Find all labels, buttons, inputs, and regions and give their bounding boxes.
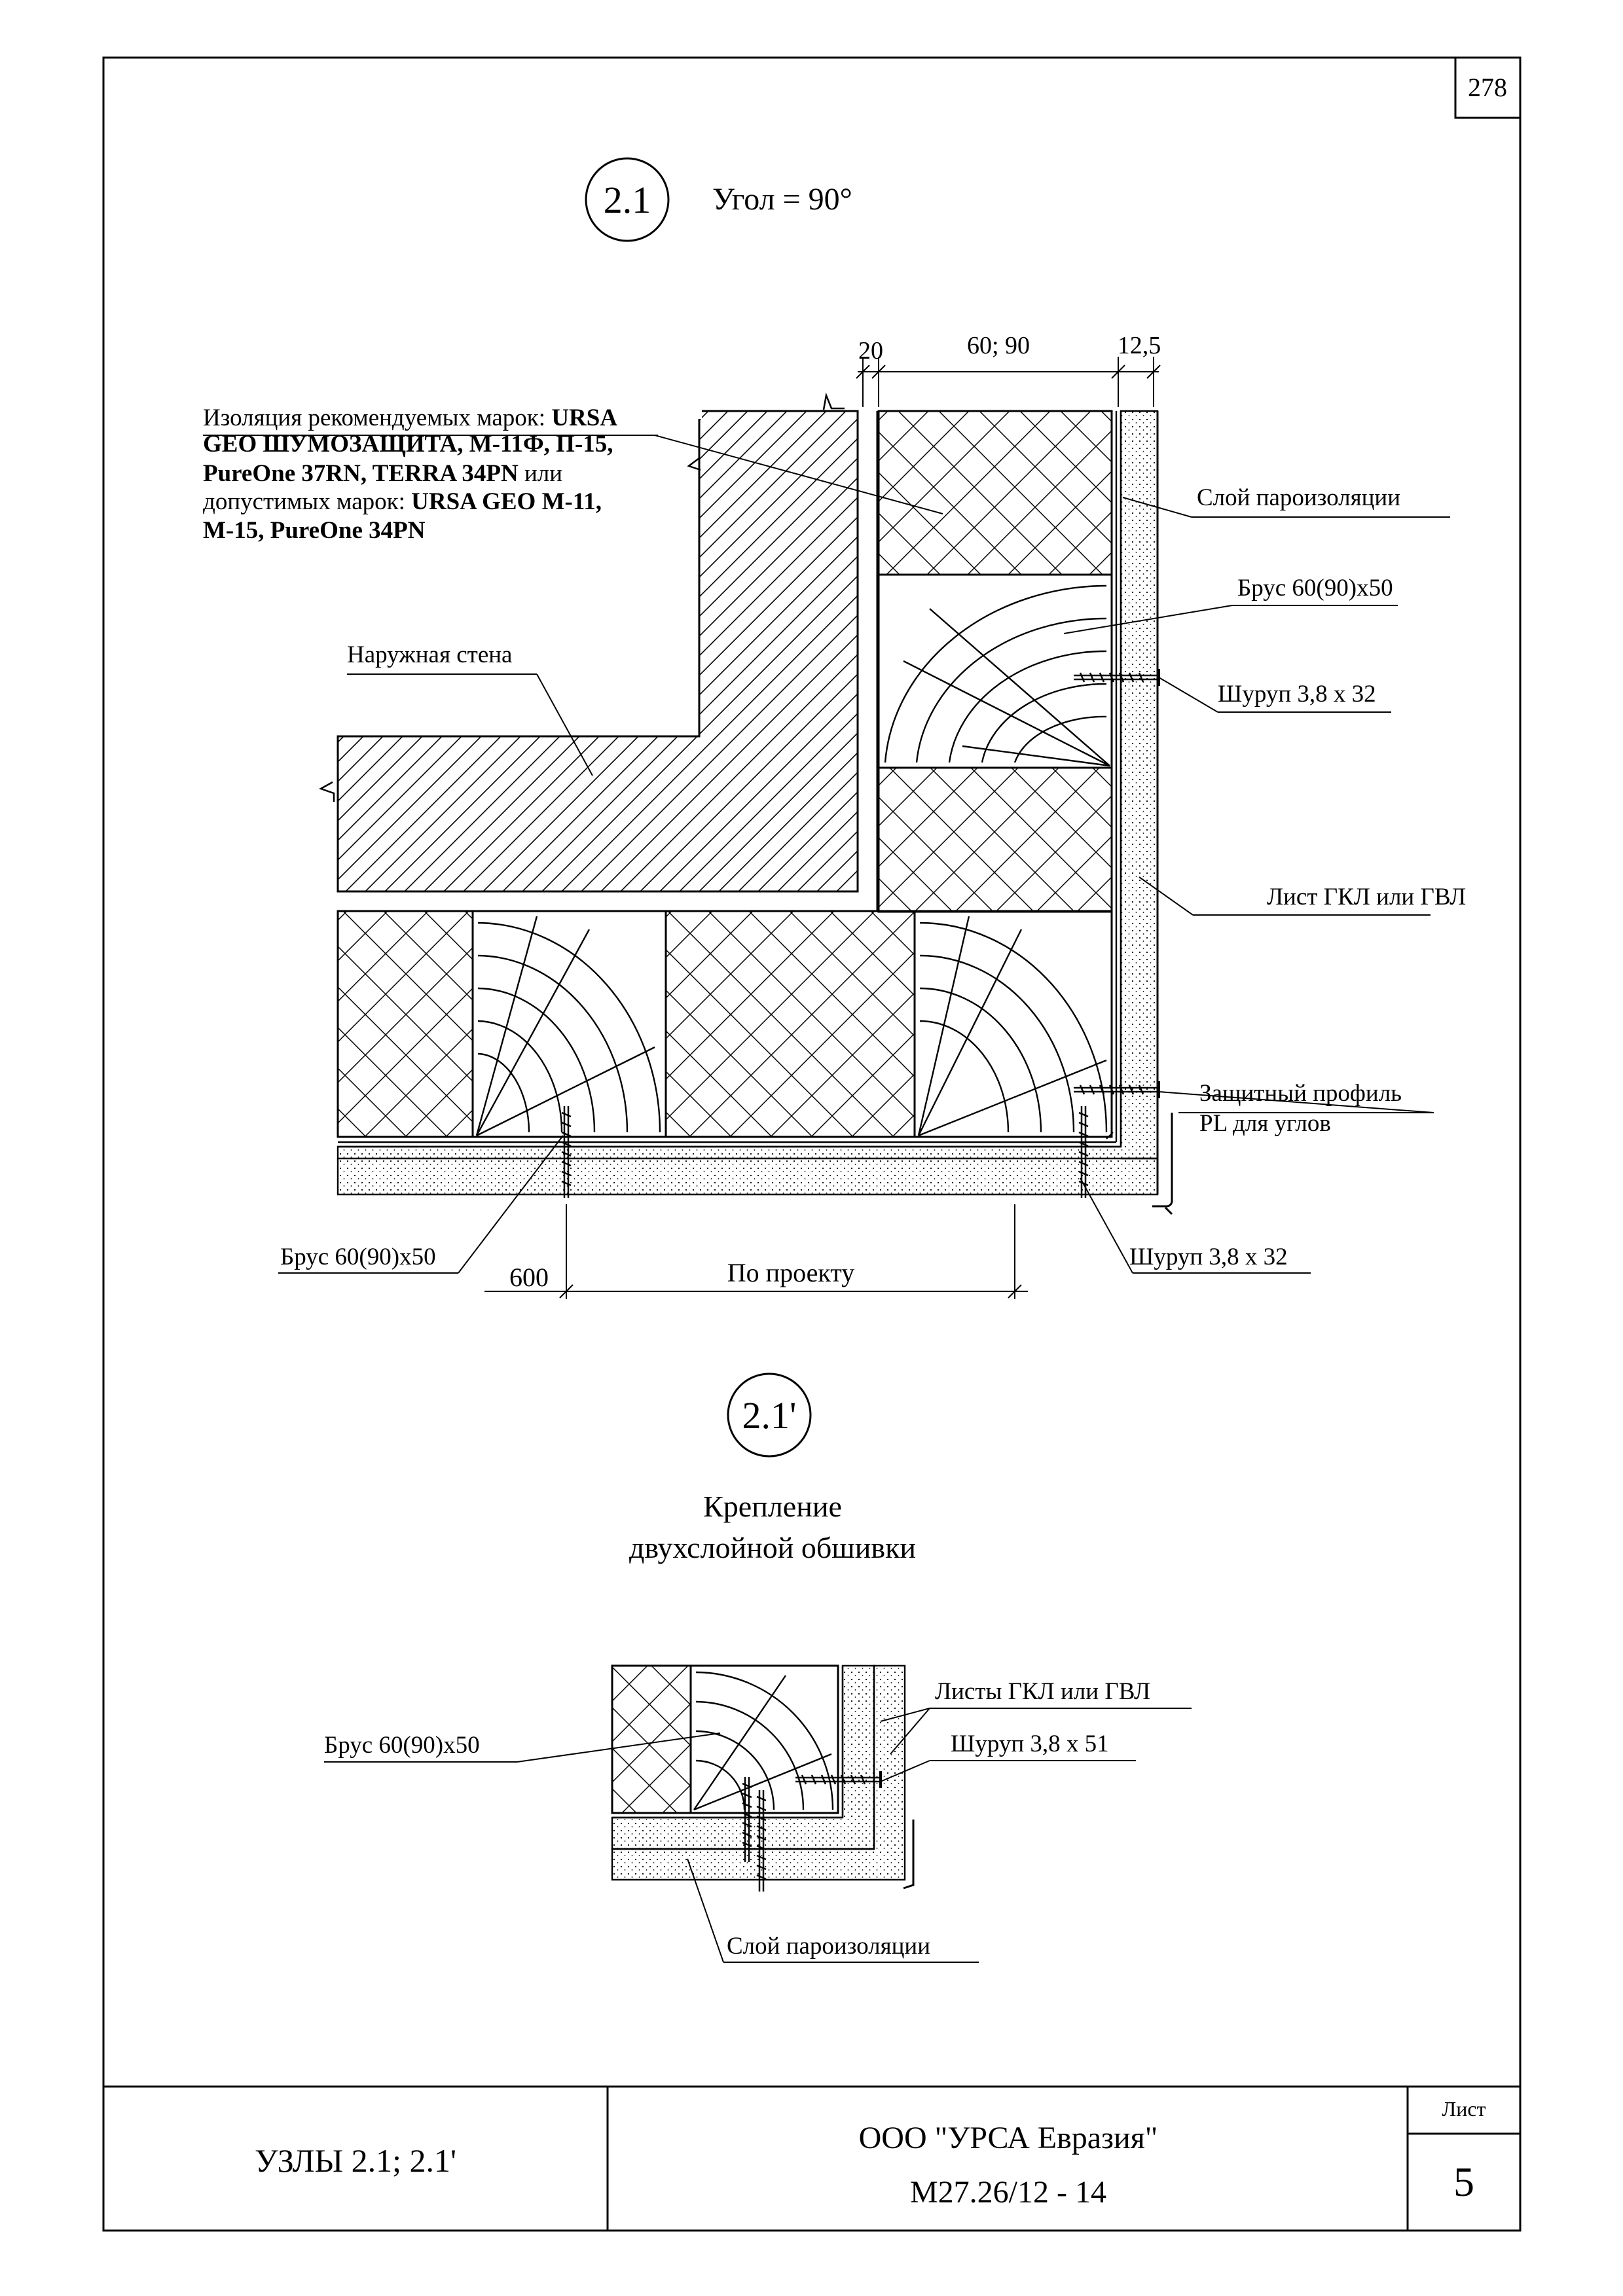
screw-right-lower: [1074, 1081, 1160, 1098]
dim-po-proektu: По проекту: [727, 1258, 854, 1287]
outer-wall: [318, 392, 859, 893]
detail-marker-main: 2.1: [604, 179, 651, 221]
gypsum-sheet-main: [337, 410, 1159, 1196]
detail-marker-second: 2.1': [742, 1394, 797, 1437]
label-sheets-second: Листы ГКЛ или ГВЛ: [935, 1678, 1150, 1705]
wood-beam-bottom-right: [913, 910, 1113, 1138]
second-detail-drawing: [324, 1664, 1192, 1963]
leader-lines-main: [203, 435, 1450, 1274]
dimension-bottom: [484, 1204, 1028, 1299]
detail-second-title-line1: Крепление: [703, 1490, 842, 1523]
dim-60-90: 60; 90: [967, 332, 1030, 359]
insulation-note-line4: допустимых марок: URSA GEO М-11,: [203, 488, 602, 515]
insulation-block-top: [877, 410, 1113, 576]
title-block-code: М27.26/12 - 14: [910, 2175, 1106, 2210]
label-screw-right: Шуруп 3,8 х 32: [1218, 681, 1376, 708]
detail-title-main: Угол = 90°: [712, 182, 852, 217]
label-beam-bottom: Брус 60(90)х50: [280, 1244, 436, 1270]
insulation-note-line2: GEO ШУМОЗАЩИТА, М-11Ф, П-15,: [203, 431, 613, 457]
wood-beam-bottom-left: [471, 910, 667, 1138]
label-outer-wall: Наружная стена: [347, 641, 512, 668]
screw-bottom-left: [561, 1106, 572, 1198]
title-block: [103, 2085, 1520, 2231]
page-number: 278: [1468, 73, 1507, 102]
dim-12-5: 12,5: [1118, 332, 1161, 359]
screw-bottom-right: [1078, 1106, 1089, 1198]
title-block-sheet-number: 5: [1453, 2159, 1474, 2205]
label-vapor-second: Слой пароизоляции: [727, 1933, 930, 1960]
insulation-block-middle: [877, 766, 1113, 913]
label-beam-second: Брус 60(90)х50: [324, 1732, 480, 1759]
label-profile-line1: Защитный профиль: [1199, 1080, 1402, 1107]
label-screw-second: Шуруп 3,8 х 51: [951, 1731, 1109, 1757]
dim-600: 600: [509, 1263, 549, 1292]
dimension-top: [856, 357, 1161, 407]
title-block-sheet-label: Лист: [1442, 2097, 1486, 2121]
label-sheet: Лист ГКЛ или ГВЛ: [1267, 884, 1466, 910]
insulation-block-bottom-middle: [665, 910, 916, 1138]
sheet-frame: [102, 56, 1522, 2232]
dim-20: 20: [858, 337, 883, 365]
corner-profile: [1152, 1113, 1173, 1215]
detail-second-title-line2: двухслойной обшивки: [629, 1531, 916, 1564]
wood-beam-right: [877, 573, 1113, 769]
detail-marker-circle-second: [727, 1372, 812, 1458]
insulation-note-line5: М-15, PureOne 34PN: [203, 517, 426, 544]
detail-marker-circle-main: [585, 157, 670, 242]
title-block-nodes: УЗЛЫ 2.1; 2.1': [255, 2142, 456, 2179]
insulation-block-bottom-left: [337, 910, 474, 1138]
label-beam-right: Брус 60(90)х50: [1237, 575, 1393, 601]
insulation-note-line1: Изоляция рекомендуемых марок: URSA: [203, 404, 617, 431]
title-block-company: ООО "УРСА Евразия": [859, 2121, 1158, 2155]
label-screw-bottom: Шуруп 3,8 х 32: [1129, 1244, 1288, 1270]
label-profile-line2: PL для углов: [1199, 1110, 1331, 1137]
label-vapor-barrier: Слой пароизоляции: [1197, 484, 1400, 511]
insulation-note-line3: PureOne 37RN, TERRA 34PN или: [203, 460, 562, 487]
